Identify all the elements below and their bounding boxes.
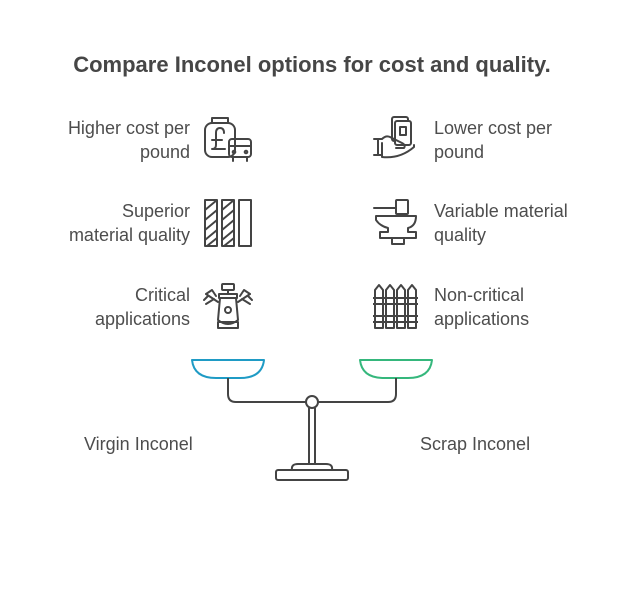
picket-fence-icon [372,282,420,337]
scale-base [275,469,349,481]
scale-post [308,408,316,464]
left-item-applications-line2: applications [94,309,190,329]
left-item-quality-line2: material quality [68,225,190,245]
right-item-quality-line2: quality [434,225,487,245]
left-item-cost-line2: pound [139,142,190,162]
engine-icon [202,282,254,337]
right-item-applications: Non-critical applications [434,283,614,331]
hand-holding-cash-icon [372,115,420,168]
right-item-applications-line2: applications [434,309,530,329]
scale-base-top [290,463,334,471]
hatched-bars-icon [203,198,253,253]
left-item-quality: Superior material quality [0,199,190,247]
right-item-cost-line2: pound [434,142,485,162]
left-item-applications: Critical applications [0,283,190,331]
scrap-inconel-label: Scrap Inconel [420,434,531,454]
pound-sign-bus-icon [202,115,254,170]
page-title: Compare Inconel options for cost and qua… [73,52,551,77]
right-item-quality: Variable material quality [434,199,614,247]
right-item-quality-line1: Variable material [434,201,568,221]
right-item-cost-line1: Lower cost per [434,118,553,138]
scale-pivot [305,395,319,409]
virgin-inconel-label: Virgin Inconel [84,434,193,454]
right-pan [359,359,433,379]
left-item-cost-line1: Higher cost per [67,118,190,138]
left-item-cost: Higher cost per pound [0,116,190,164]
left-item-applications-line1: Critical [134,285,190,305]
anvil-hammer-icon [370,198,422,253]
left-pan [191,359,265,379]
right-item-cost: Lower cost per pound [434,116,614,164]
right-item-applications-line1: Non-critical [434,285,525,305]
left-item-quality-line1: Superior [121,201,190,221]
